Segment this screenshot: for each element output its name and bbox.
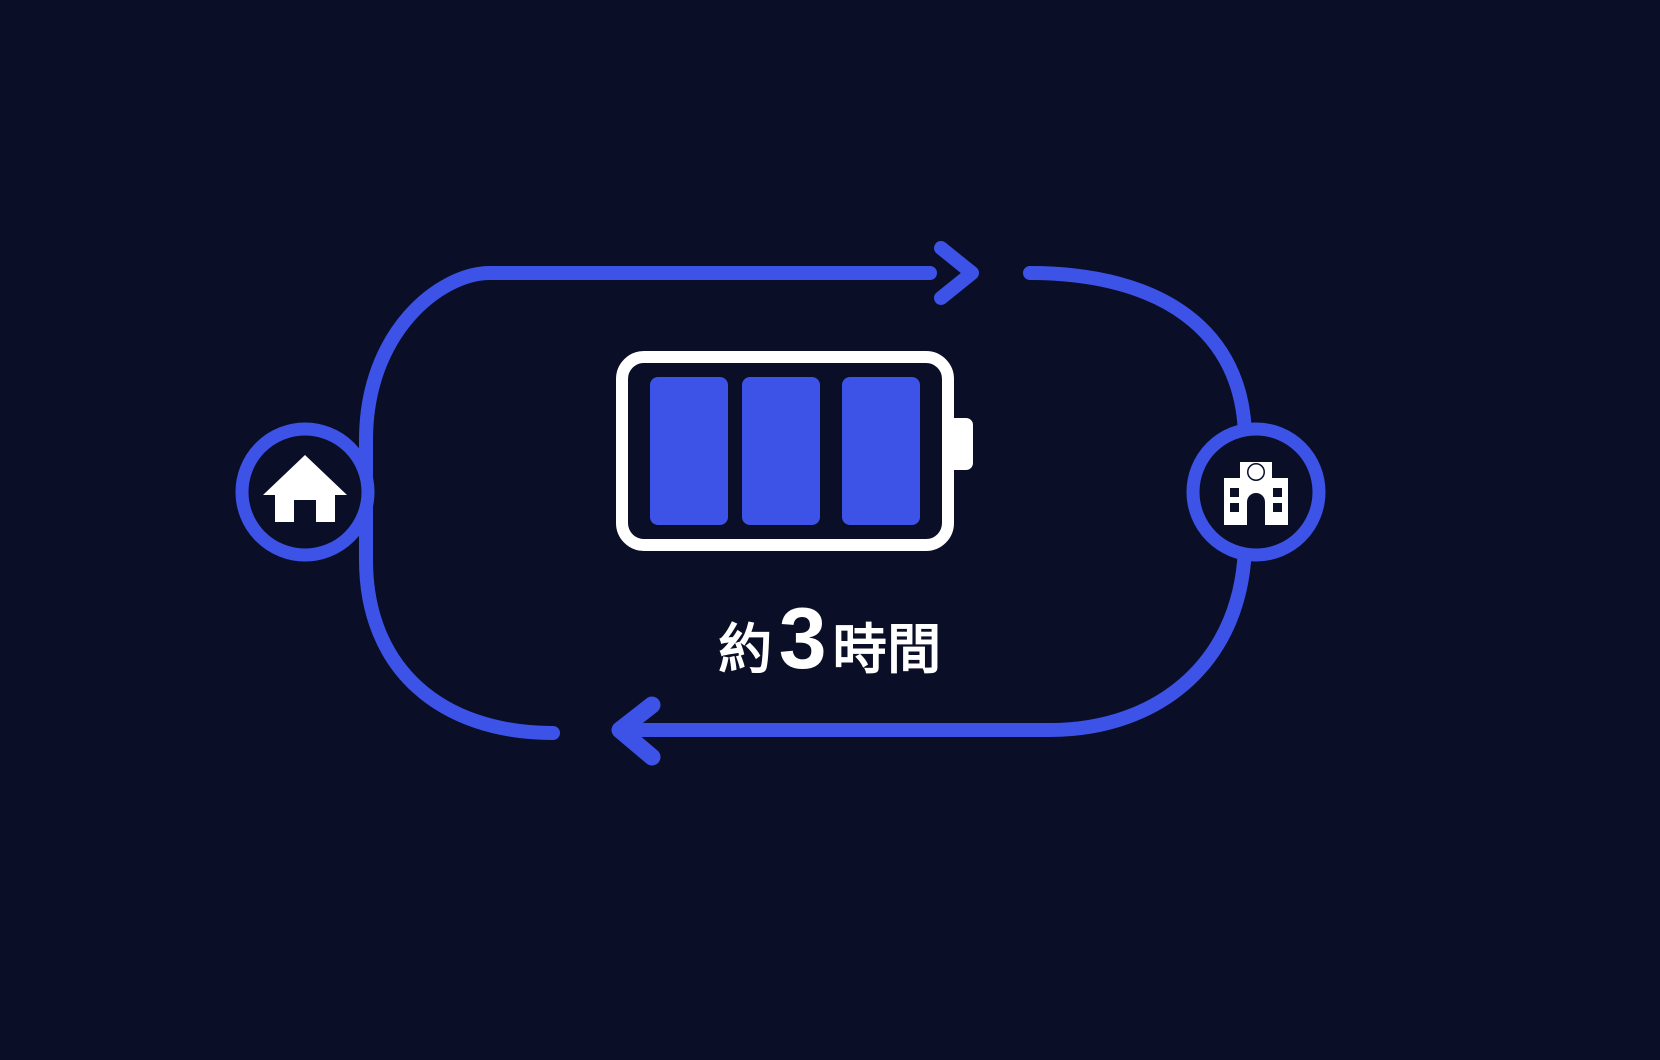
- battery-body-outline: [616, 351, 954, 551]
- battery-indicator: [616, 351, 973, 551]
- battery-bar-2: [742, 377, 820, 525]
- duration-value: 3: [778, 591, 827, 687]
- duration-unit: 時間: [832, 620, 942, 680]
- battery-bar-1: [650, 377, 728, 525]
- top-arrow-head: [934, 241, 979, 305]
- school-icon: [1224, 462, 1288, 525]
- duration-prefix: 約: [718, 620, 773, 680]
- home-icon: [263, 455, 347, 522]
- bottom-arrow-head: [611, 696, 661, 766]
- school-node[interactable]: [1186, 422, 1326, 562]
- left-curve-segment: [359, 266, 560, 740]
- battery-bar-3: [842, 377, 920, 525]
- home-node[interactable]: [235, 422, 375, 562]
